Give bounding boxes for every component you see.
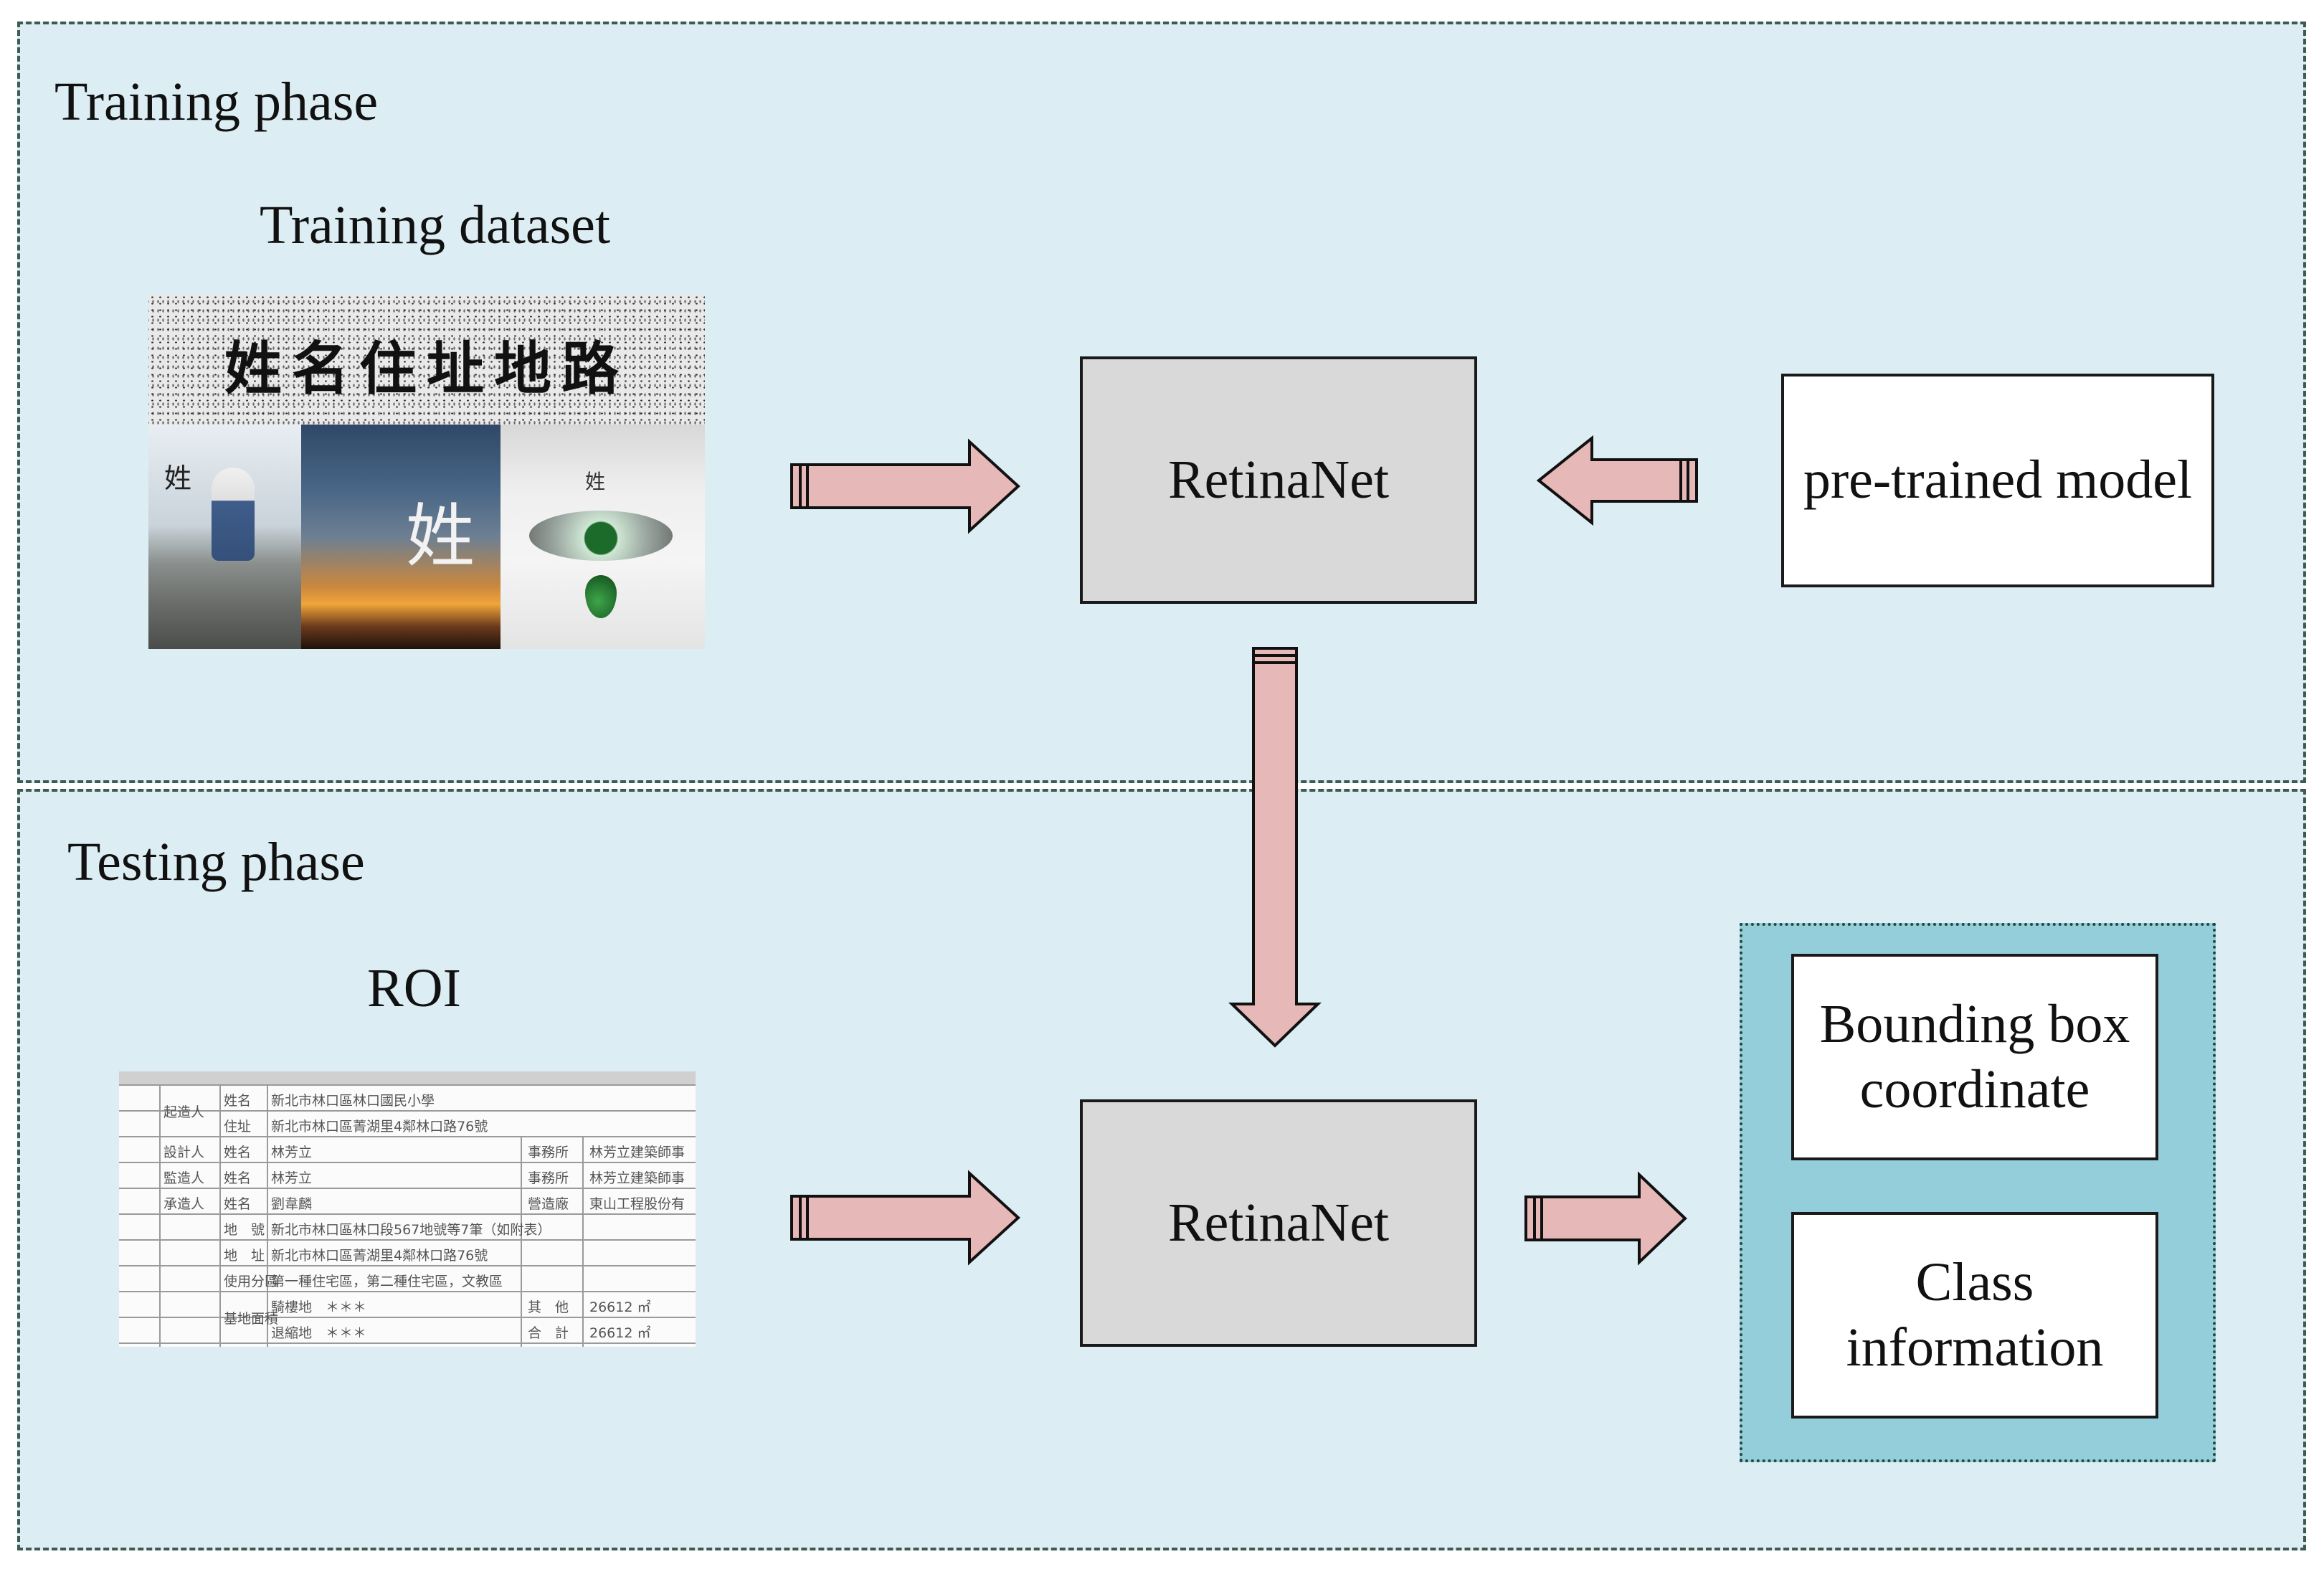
- pretrained-model-label: pre-trained model: [1803, 450, 2193, 511]
- dataset-noise-banner: 姓名住址地路: [148, 294, 705, 425]
- arrow-training-to-testing-retinanet: [1228, 647, 1322, 1048]
- roi-doc-cell: 新北市林口區林口段567地號等7筆（如附表）: [271, 1222, 551, 1238]
- arrow-retinanet-to-outputs: [1524, 1171, 1687, 1266]
- roi-doc-cell: 地 址: [224, 1248, 265, 1264]
- roi-doc-cell: 林芳立: [271, 1170, 313, 1186]
- roi-doc-cell: 姓名: [224, 1093, 252, 1109]
- roi-doc-cell: 基地面積: [224, 1311, 279, 1327]
- dataset-photo-sunset: 姓: [301, 425, 501, 649]
- roi-doc-cell: 姓名: [224, 1196, 252, 1212]
- roi-doc-cell: 新北市林口區林口國民小學: [271, 1093, 435, 1109]
- retinanet-testing-box: RetinaNet: [1080, 1099, 1477, 1347]
- roi-doc-cell: 新北市林口區菁湖里4鄰林口路76號: [271, 1119, 488, 1135]
- roi-doc-rule: [119, 1110, 696, 1112]
- roi-doc-cell: 承造人: [163, 1196, 205, 1212]
- roi-doc-cell: 事務所: [528, 1170, 569, 1186]
- arrow-roi-to-retinanet: [790, 1170, 1020, 1266]
- roi-doc-cell: 林芳立建築師事: [589, 1145, 686, 1160]
- testing-phase-title: Testing phase: [67, 832, 365, 892]
- bbox-label-line1: Bounding box: [1819, 993, 2130, 1054]
- roi-doc-cell: 姓名: [224, 1145, 252, 1160]
- retinanet-training-label: RetinaNet: [1167, 449, 1390, 510]
- roi-doc-top-fade: [119, 1071, 696, 1084]
- training-dataset-image: 姓名住址地路 姓 姓 姓: [148, 294, 705, 649]
- roi-doc-cell: 26612 ㎡: [589, 1299, 651, 1315]
- bbox-label-line2: coordinate: [1859, 1059, 2090, 1119]
- roi-doc-cell: 住址: [224, 1119, 252, 1135]
- retinanet-testing-label: RetinaNet: [1167, 1192, 1390, 1253]
- roi-doc-cell: 第一種住宅區，第二種住宅區，文教區: [271, 1274, 503, 1289]
- roi-doc-cell: 其 他: [528, 1299, 569, 1315]
- photo-char-3: 姓: [585, 470, 606, 493]
- roi-doc-cell: 事務所: [528, 1145, 569, 1160]
- roi-doc-cell: 地 號: [224, 1222, 265, 1238]
- roi-doc-rule: [119, 1239, 696, 1241]
- arrow-pretrained-to-retinanet: [1536, 435, 1698, 526]
- roi-doc-cell: 退縮地 ＊＊＊: [271, 1325, 367, 1341]
- roi-doc-cell: 使用分區: [224, 1274, 279, 1289]
- roi-doc-rule: [119, 1291, 696, 1292]
- class-label-line1: Class: [1915, 1251, 2034, 1312]
- roi-doc-cell: 監造人: [163, 1170, 205, 1186]
- roi-doc-vline-1: [159, 1084, 161, 1347]
- roi-doc-cell: 設計人: [163, 1145, 205, 1160]
- roi-doc-cell: 林芳立: [271, 1145, 313, 1160]
- roi-doc-cell: 姓名: [224, 1170, 252, 1186]
- roi-doc-rule: [119, 1342, 696, 1344]
- class-information-output: Class information: [1791, 1212, 2158, 1419]
- skater-figure: [212, 468, 255, 561]
- retinanet-training-box: RetinaNet: [1080, 356, 1477, 604]
- roi-doc-vline-4: [521, 1136, 522, 1347]
- roi-label: ROI: [367, 958, 461, 1018]
- pretrained-model-box: pre-trained model: [1781, 374, 2214, 587]
- dataset-banner-text: 姓名住址地路: [224, 336, 629, 402]
- roi-doc-rule: [119, 1136, 696, 1137]
- arrow-dataset-to-retinanet: [790, 438, 1020, 534]
- roi-doc-rule: [119, 1084, 696, 1086]
- eye-shape: [529, 511, 673, 561]
- roi-doc-rule: [119, 1213, 696, 1215]
- roi-doc-rule: [119, 1317, 696, 1318]
- roi-doc-cell: 起造人: [163, 1104, 205, 1120]
- roi-doc-cell: 新北市林口區菁湖里4鄰林口路76號: [271, 1248, 488, 1264]
- photo-char-2: 姓: [406, 496, 475, 577]
- roi-doc-cell: 劉韋麟: [271, 1196, 313, 1212]
- roi-doc-rule: [119, 1265, 696, 1266]
- bounding-box-output: Bounding box coordinate: [1791, 954, 2158, 1160]
- dataset-photo-skateboard: 姓: [148, 425, 301, 649]
- photo-char-1: 姓: [164, 463, 192, 494]
- class-label-line2: information: [1846, 1317, 2104, 1378]
- roi-doc-table: 起造人 姓名 新北市林口區林口國民小學 住址 新北市林口區菁湖里4鄰林口路76號…: [119, 1071, 696, 1347]
- roi-doc-cell: 合 計: [528, 1325, 569, 1341]
- roi-doc-cell: 營造廠: [528, 1196, 569, 1212]
- roi-doc-rule: [119, 1188, 696, 1189]
- roi-doc-cell: 東山工程股份有: [589, 1196, 686, 1212]
- roi-doc-rule: [119, 1162, 696, 1163]
- roi-doc-cell: 26612 ㎡: [589, 1325, 651, 1341]
- roi-document-image: 起造人 姓名 新北市林口區林口國民小學 住址 新北市林口區菁湖里4鄰林口路76號…: [119, 1071, 696, 1347]
- roi-doc-cell: 騎樓地 ＊＊＊: [271, 1299, 367, 1315]
- roi-doc-vline-2: [219, 1084, 221, 1347]
- roi-doc-vline-3: [267, 1084, 268, 1347]
- roi-doc-cell: 林芳立建築師事: [589, 1170, 686, 1186]
- dataset-photo-eye: 姓: [501, 425, 705, 649]
- teardrop-shape: [585, 575, 617, 618]
- training-dataset-label: Training dataset: [260, 195, 611, 255]
- training-phase-title: Training phase: [54, 72, 379, 132]
- roi-doc-vline-5: [582, 1136, 584, 1347]
